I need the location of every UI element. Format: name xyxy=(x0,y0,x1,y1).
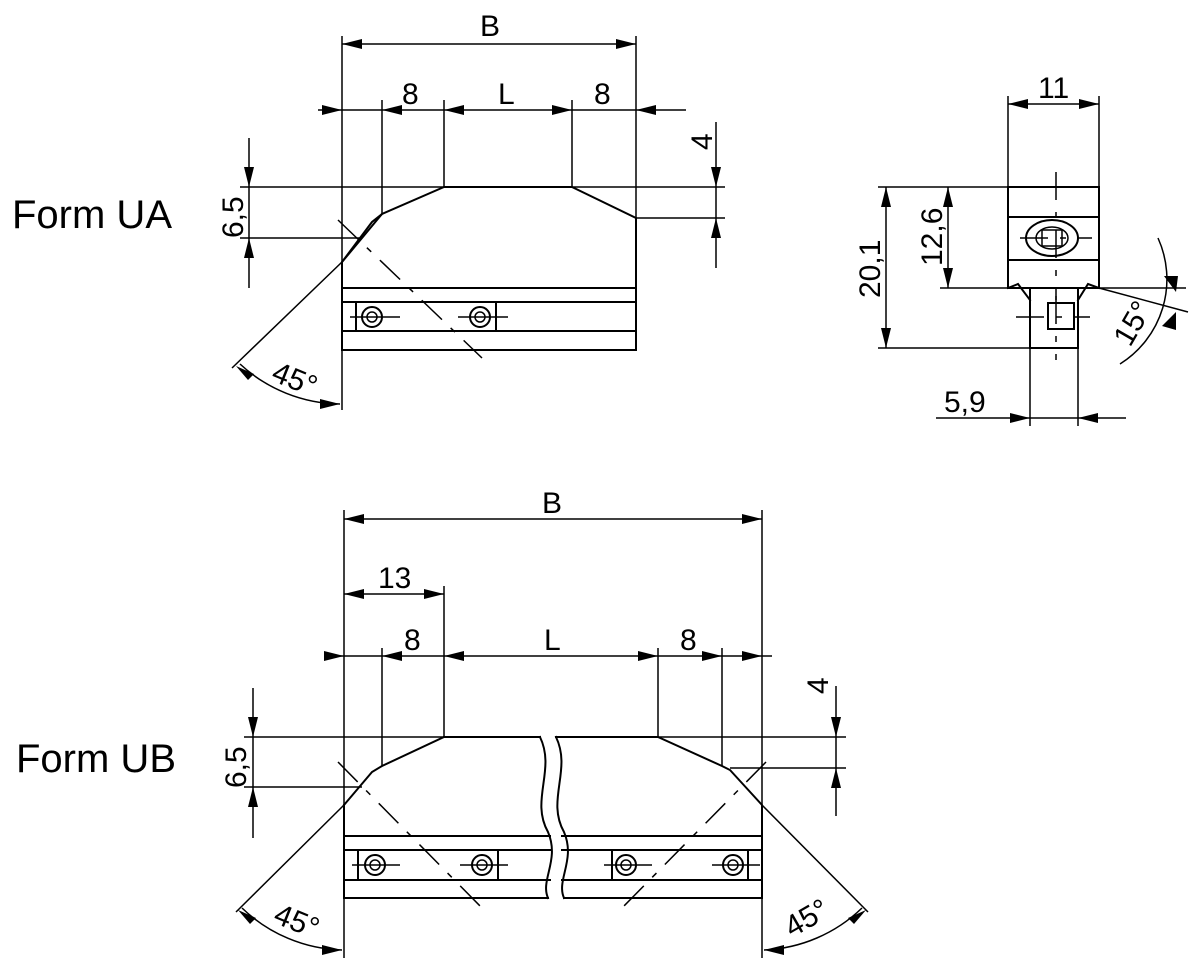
form-ua-dim-4: 4 xyxy=(686,133,719,150)
form-ua-dim-b: B xyxy=(480,10,500,43)
form-ua-label: Form UA xyxy=(12,193,172,237)
form-ub-view: Form UB xyxy=(16,487,869,958)
form-ub-dim-6-5: 6,5 xyxy=(220,746,253,788)
side-view-dim-20-1: 20,1 xyxy=(854,240,887,298)
form-ua-view: Form UA B xyxy=(12,10,725,410)
form-ub-body-left xyxy=(342,735,549,899)
form-ua-chamfer xyxy=(340,212,384,264)
form-ub-dim-13: 13 xyxy=(378,562,411,595)
form-ua-dim-angle: 45° xyxy=(267,356,321,404)
side-view: 11 12,6 20,1 5,9 15° xyxy=(854,72,1189,426)
form-ub-dim-8-left: 8 xyxy=(404,624,421,657)
form-ub-dim-4: 4 xyxy=(802,677,835,694)
form-ub-break-right xyxy=(554,735,569,900)
form-ub-label: Form UB xyxy=(16,737,176,781)
form-ua-dim-l: L xyxy=(498,78,515,111)
form-ub-center-line-right xyxy=(619,761,767,911)
form-ub-dim-angle-left: 45° xyxy=(269,898,323,946)
form-ub-dim-8-right: 8 xyxy=(680,624,697,657)
form-ua-body xyxy=(341,186,637,351)
side-view-dim-11: 11 xyxy=(1038,72,1069,105)
form-ua-dim-6-5: 6,5 xyxy=(217,196,250,238)
side-view-dim-5-9: 5,9 xyxy=(944,386,986,419)
form-ua-dim-8-left: 8 xyxy=(402,78,419,111)
form-ua-dim-8-right: 8 xyxy=(594,78,611,111)
side-view-block xyxy=(1007,186,1100,289)
form-ub-break-left xyxy=(538,735,553,900)
form-ub-center-line-left xyxy=(337,761,485,911)
form-ub-dim-l: L xyxy=(544,624,561,657)
form-ua-center-line xyxy=(337,219,483,359)
form-ub-dim-b: B xyxy=(542,487,562,520)
form-ub-dim-angle-right: 45° xyxy=(779,893,835,944)
side-view-dim-angle: 15° xyxy=(1107,296,1158,352)
side-view-dim-12-6: 12,6 xyxy=(916,208,949,266)
